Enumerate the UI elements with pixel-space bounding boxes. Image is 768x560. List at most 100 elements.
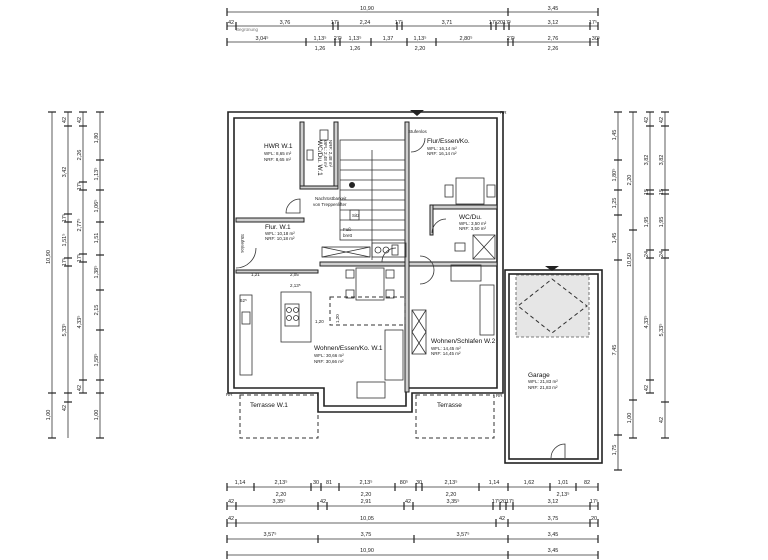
dimension-label: 2,26 (77, 150, 83, 161)
dimension-label: 7,45 (612, 345, 618, 356)
dimension-label: 2,77⁵ (76, 219, 83, 232)
dimension-label: 4,33⁵ (76, 316, 83, 329)
dimension-label: 2,20 (361, 492, 372, 498)
dimension-label: 10,90 (360, 548, 374, 554)
dimension-label: 1,80⁵ (611, 169, 618, 182)
dimension-label: 42 (659, 417, 665, 423)
dimension-label: 1,13⁵ (93, 168, 100, 181)
dimension-label: 17⁵ (590, 498, 598, 505)
seat-icon (349, 209, 360, 221)
dimension-label: 17⁵ (395, 19, 403, 26)
room-nrf: NRF: 2,48 m² (328, 140, 333, 168)
dimension-label: 10,50 (627, 253, 633, 267)
stair-lift-marker-icon (349, 182, 355, 188)
dimension-label: 3,45 (548, 6, 559, 12)
plan-dimension: 1,20 (315, 319, 324, 324)
dimension-label: 1,51 (94, 233, 100, 244)
dimension-label: 42 (62, 405, 68, 411)
dimension-label: 1,01 (558, 480, 569, 486)
dimension-label: 5,33⁵ (61, 324, 68, 337)
dimension-label: 2,24 (360, 20, 371, 26)
room-wfl: WFL: 2,48 m² (323, 140, 328, 168)
dimension-label: 1,14 (489, 480, 500, 486)
plan-notes: Stufenlos Stufenlos Nachrüstbarkeit von … (226, 27, 507, 398)
dimension-label: 1,51⁵ (61, 234, 68, 247)
plan-dimension: 2,13⁵ (290, 283, 301, 288)
room-nrf: NRF: 21,83 m² (528, 385, 558, 390)
dimension-label: 3,82 (659, 155, 665, 166)
dimension-label: 2,13⁵ (275, 479, 288, 486)
plan-dimension: 2,05 (290, 272, 299, 277)
rr-marker: RR (496, 393, 503, 398)
dimension-label: 20 (500, 499, 506, 505)
dimension-label: 17⁵ (61, 214, 68, 222)
dimension-label: 17⁵ (506, 498, 514, 505)
room-name: WC/Du. (459, 214, 482, 221)
dimension-label: 3,57⁵ (264, 531, 277, 538)
dimension-label: 27⁵ (334, 35, 342, 42)
dimension-label: 2,26 (548, 46, 559, 52)
room-name: HWR W.1 (264, 143, 293, 150)
dimension-label: 1,00 (46, 410, 52, 421)
note-greening: Begrünung (236, 27, 259, 32)
dimension-label: 2,13⁵ (445, 479, 458, 486)
dimension-label: 10,90 (46, 250, 52, 264)
dimension-label: 15 (659, 189, 665, 195)
dimension-label: 3,75 (548, 516, 559, 522)
room-nrf: NRF: 8,65 m² (264, 157, 292, 162)
note-stufenlos: Stufenlos (408, 129, 428, 134)
room-name: Wohnen/Essen/Ko. W.1 (314, 345, 383, 352)
dimension-label: 42 (644, 385, 650, 391)
dimension-label: 30⁵ (592, 35, 600, 42)
dimension-label: 3,35⁵ (447, 498, 460, 505)
dimension-label: 3,35⁵ (273, 498, 286, 505)
dimension-label: 15 (644, 189, 650, 195)
dimension-label: 3,45 (548, 532, 559, 538)
dimension-label: 30 (313, 480, 319, 486)
dimension-label: 17⁵ (589, 19, 597, 26)
plan-dimension: 1,21 (251, 272, 260, 277)
dimension-label: 4,33⁵ (643, 316, 650, 329)
dimension-label: 2,91 (361, 499, 372, 505)
note-stair-lift: von Treppenlifter (313, 202, 347, 207)
terrace-w1-outline (239, 394, 319, 439)
dimension-label: 1,37 (383, 36, 394, 42)
dimension-label: 17⁵ (76, 254, 83, 262)
dimension-label: 27⁵ (507, 35, 515, 42)
dimension-label: 42 (228, 499, 234, 505)
room-wfl: WFL: 8,65 m² (264, 151, 292, 156)
dimension-label: 2,15 (94, 305, 100, 316)
dimension-label: 3,76 (280, 20, 291, 26)
dimension-label: 17⁵ (489, 19, 497, 26)
dimension-label: 3,12 (548, 20, 559, 26)
dimension-label: 42 (320, 499, 326, 505)
dimension-label: 20 (591, 516, 597, 522)
room-nrf: NRF: 14,45 m² (431, 351, 461, 356)
dimension-label: 3,71 (442, 20, 453, 26)
dimension-label: 17⁵ (76, 182, 83, 190)
dimension-label: 2,13⁵ (557, 491, 570, 498)
dimension-label: 3,45 (548, 548, 559, 554)
dimension-label: 17⁵ (331, 19, 339, 26)
dimension-label: 80⁵ (400, 479, 408, 486)
dimension-label: 2,20 (415, 46, 426, 52)
dimension-label: 2,13⁵ (360, 479, 373, 486)
dimension-label: 3,04⁵ (256, 35, 269, 42)
garage (504, 266, 603, 464)
note-stufenlos: Stufenlos (240, 234, 245, 254)
room-labels: HWR W.1 WFL: 8,65 m² NRF: 8,65 m² WC/Du.… (250, 138, 558, 409)
dimension-label: 42 (659, 117, 665, 123)
dimension-label: 3,42 (62, 167, 68, 178)
dimension-label: 5,33⁵ (658, 324, 665, 337)
room-wfl: WFL: 14,45 m² (431, 346, 461, 351)
furniture (239, 129, 496, 399)
dimension-label: 2,20 (627, 175, 633, 186)
room-name: WC/Du. W.1 (316, 140, 323, 176)
dimension-label: 42 (228, 516, 234, 522)
room-wfl: WFL: 21,83 m² (528, 379, 558, 384)
entrance-marker-icon (410, 110, 424, 116)
dimension-label: 1,25 (612, 198, 618, 209)
room-wfl: WFL: 16,14 m² (427, 146, 457, 151)
dimension-label: 30 (416, 480, 422, 486)
